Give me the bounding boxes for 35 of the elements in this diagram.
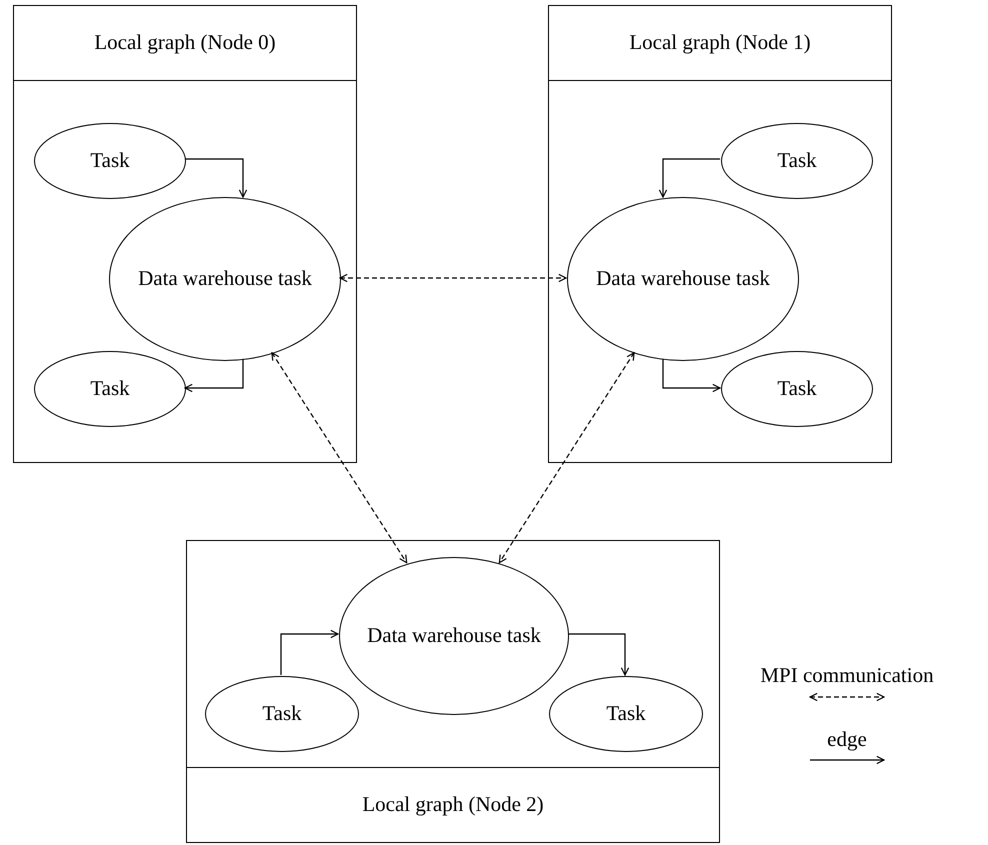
task-ellipse (549, 676, 703, 752)
task-ellipse (567, 197, 799, 361)
legend-label: MPI communication (760, 662, 934, 689)
local-graph-panel (186, 540, 720, 843)
task-label: Task (262, 700, 302, 728)
task-label: Task (606, 700, 646, 728)
arrow (339, 274, 567, 282)
task-ellipse (721, 351, 873, 427)
task-label: Task (90, 375, 130, 402)
arrow (184, 158, 248, 198)
local-graph-panel (13, 5, 357, 463)
task-label: Data warehouse task (138, 265, 312, 292)
panel-title: Local graph (Node 2) (362, 791, 544, 818)
arrow (184, 358, 244, 392)
task-ellipse (339, 557, 569, 715)
task-label: Task (777, 375, 817, 402)
task-label: Data warehouse task (596, 265, 770, 292)
arrow (271, 352, 408, 564)
task-label: Task (777, 147, 817, 174)
task-label: Task (90, 147, 130, 174)
task-ellipse (34, 123, 186, 199)
task-ellipse (205, 676, 359, 752)
arrow (280, 630, 339, 675)
task-ellipse (34, 351, 186, 427)
task-label: Data warehouse task (367, 622, 541, 650)
arrow (568, 633, 630, 676)
arrow (498, 352, 635, 564)
task-ellipse (109, 197, 341, 361)
arrow (658, 158, 720, 198)
legend-label: edge (827, 726, 867, 752)
panel-title: Local graph (Node 0) (94, 29, 276, 56)
panel-title: Local graph (Node 1) (629, 29, 811, 56)
local-graph-panel (548, 5, 892, 463)
arrow (662, 358, 721, 392)
task-ellipse (721, 123, 873, 199)
